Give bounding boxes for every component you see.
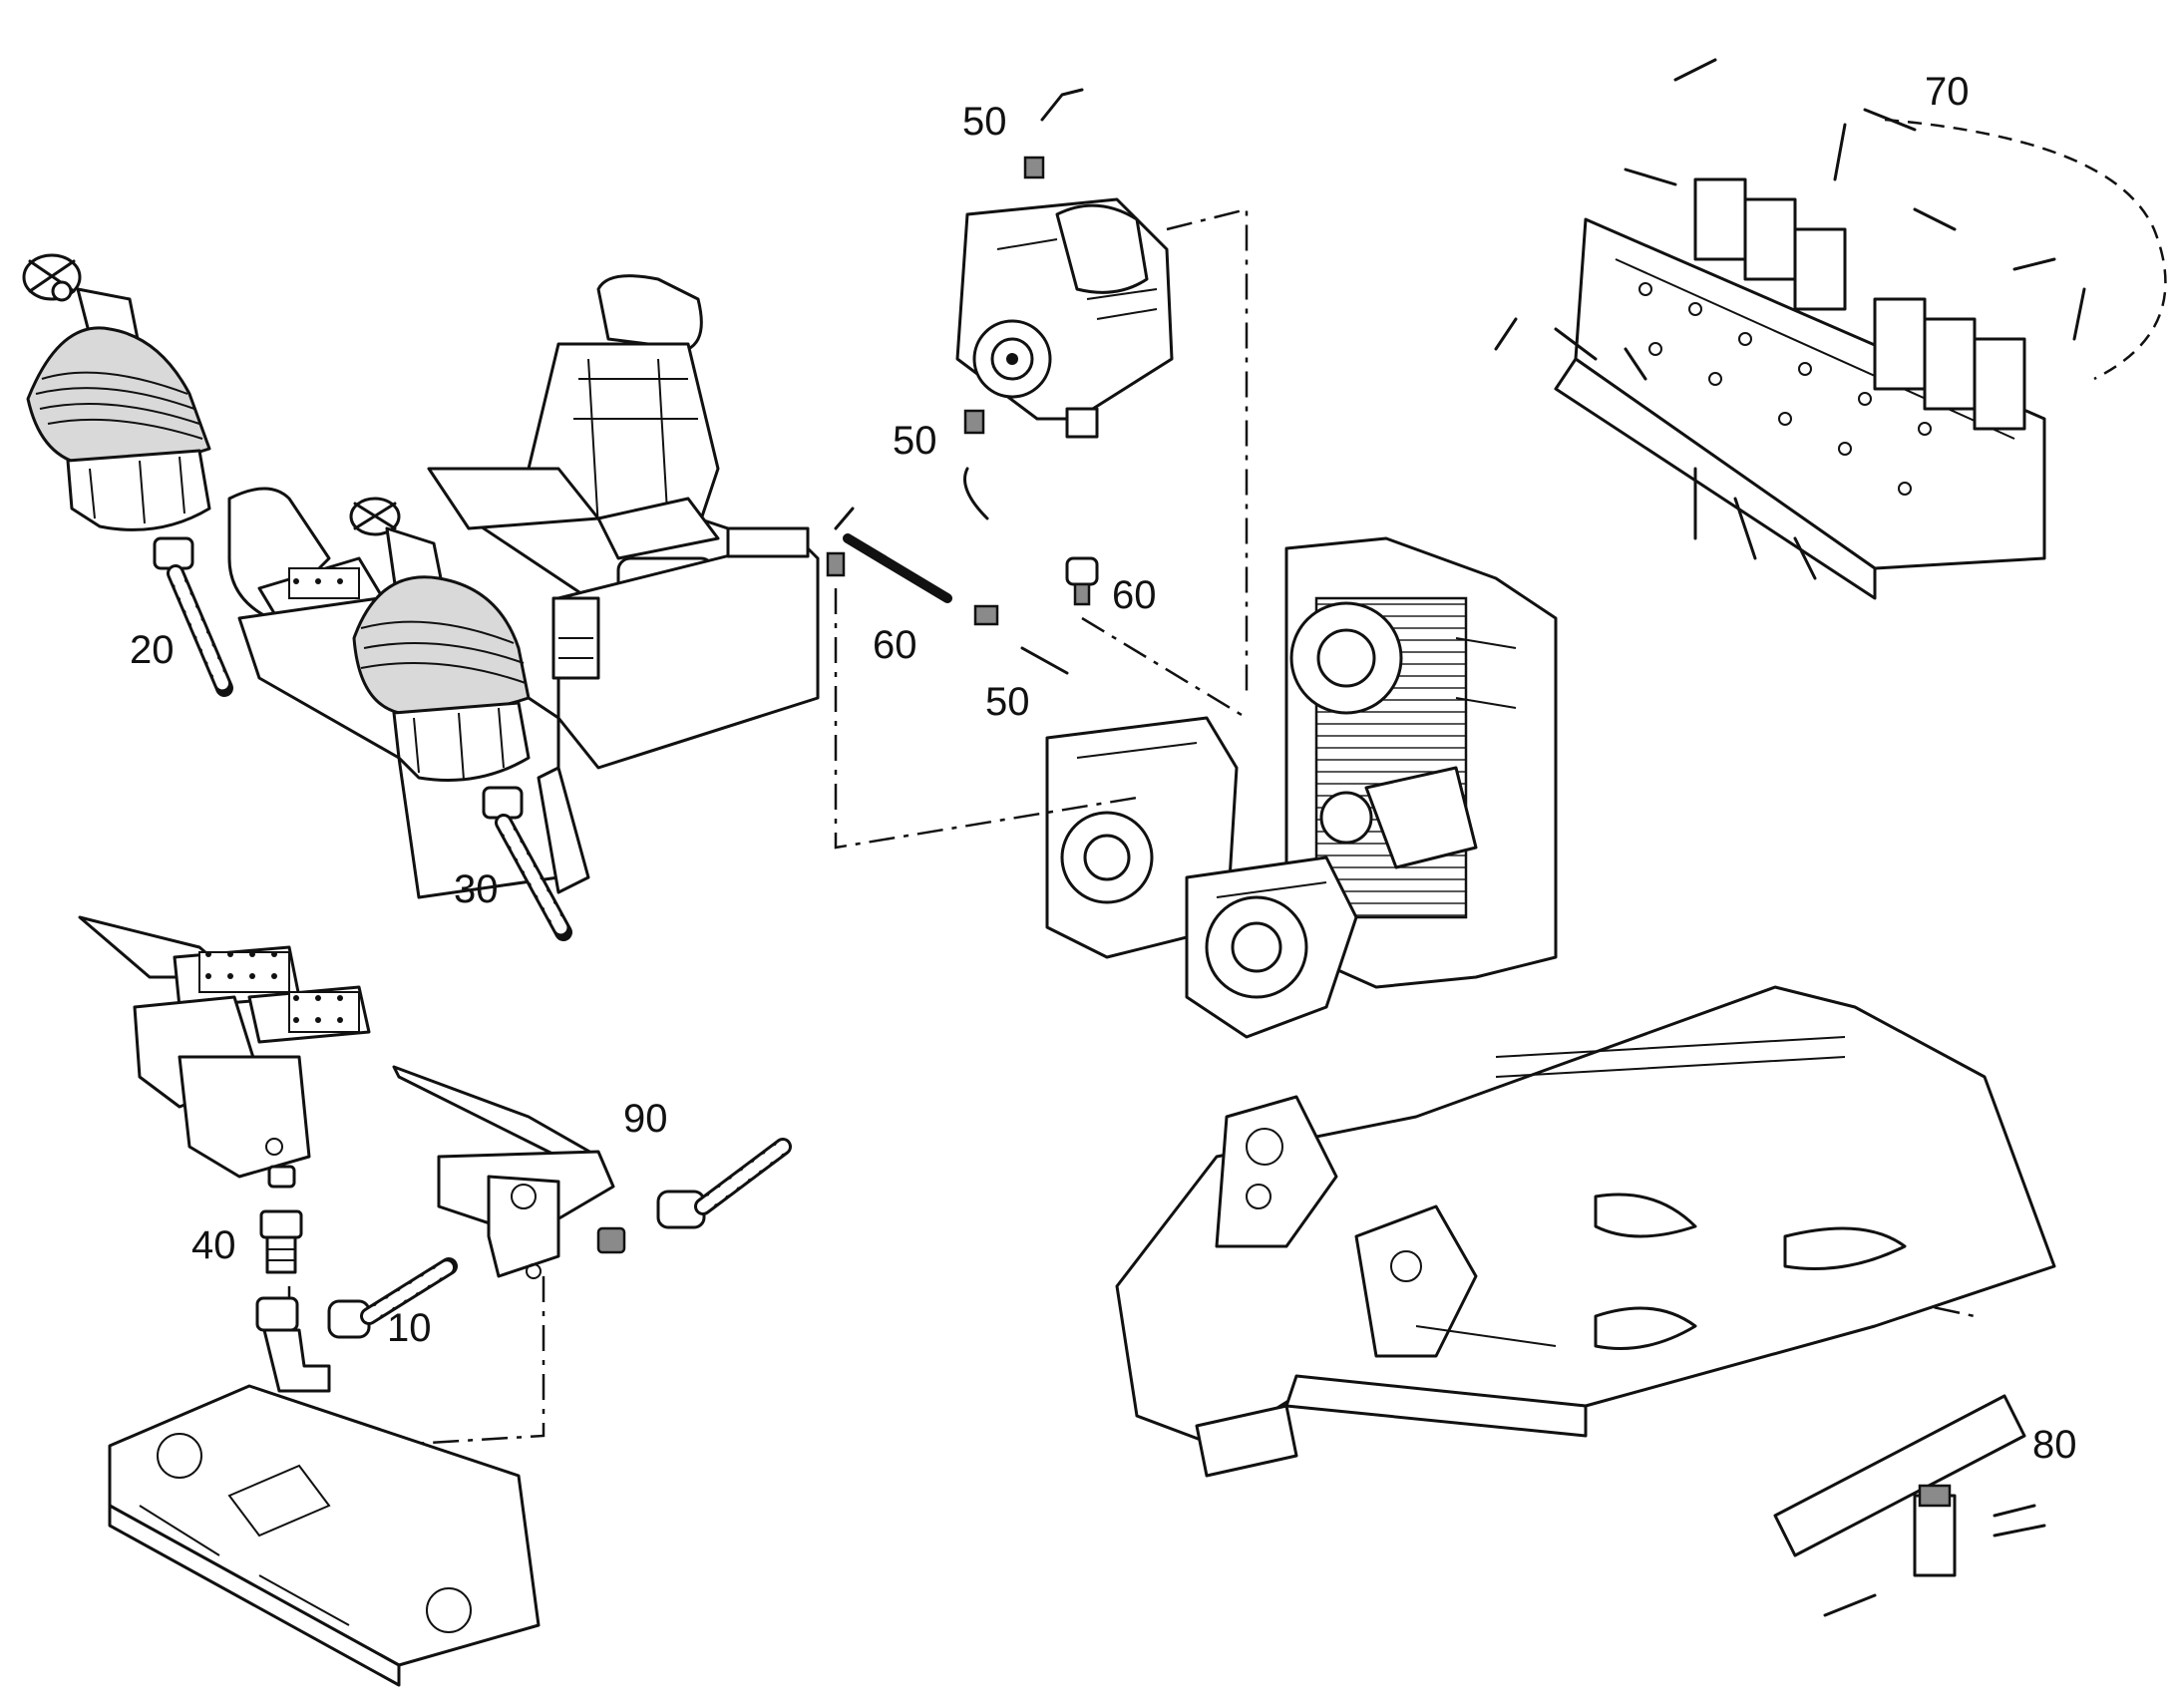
callouts: 50 50 60 60 50 70 20 30 90 40 10 80 — [130, 70, 2077, 1467]
hydraulic-line-60 — [826, 507, 999, 626]
top-pump — [955, 197, 1174, 439]
callout-40: 40 — [191, 1223, 236, 1267]
callout-50-middle: 50 — [893, 419, 937, 463]
valve-plate-80 — [1773, 1394, 2046, 1617]
left-joystick — [22, 253, 211, 531]
foot-pedals-assembly — [78, 915, 371, 1189]
fittings-90 — [596, 1138, 792, 1254]
operator-seat — [227, 274, 820, 899]
callout-60-left: 60 — [873, 623, 917, 667]
control-valve-block — [1554, 177, 2046, 600]
main-frame — [1115, 985, 2056, 1478]
main-pump-unit — [1045, 536, 1558, 1039]
callout-20: 20 — [130, 628, 175, 672]
top-pump-fittings — [963, 88, 1084, 520]
callout-70: 70 — [1925, 70, 1970, 114]
callout-30: 30 — [454, 867, 499, 911]
callout-50-top: 50 — [962, 100, 1007, 144]
callout-60-right: 60 — [1112, 573, 1157, 617]
adapter-50 — [1020, 646, 1069, 675]
right-joystick — [349, 497, 531, 782]
callout-90: 90 — [623, 1097, 668, 1141]
callout-80: 80 — [2032, 1423, 2077, 1467]
callout-50-bottom: 50 — [985, 680, 1030, 724]
floor-plate — [108, 1384, 541, 1687]
valve-block-top-fittings — [1494, 58, 2167, 580]
callout-10: 10 — [387, 1306, 432, 1350]
adapter-60 — [1065, 556, 1099, 606]
right-joystick-hose — [482, 786, 572, 941]
fitting-40 — [259, 1209, 303, 1274]
left-joystick-hose — [153, 536, 233, 697]
hose-10 — [327, 1257, 458, 1339]
elbow-fitting — [255, 1296, 331, 1393]
single-pedal — [392, 1065, 615, 1279]
